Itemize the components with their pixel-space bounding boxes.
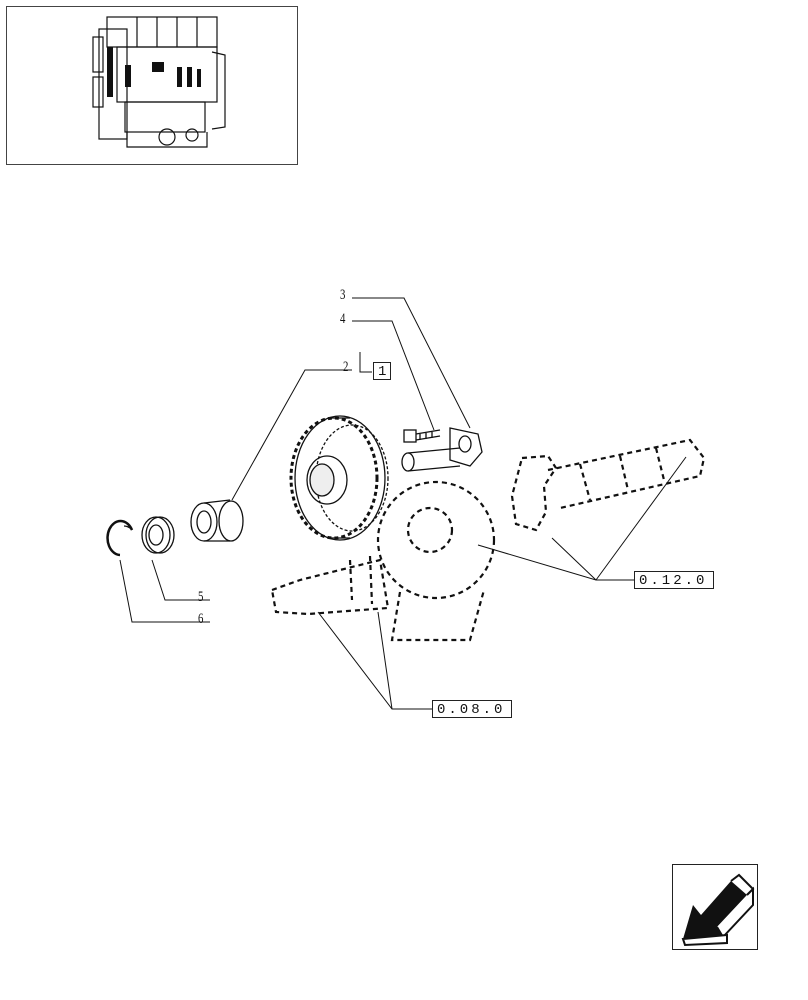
callout-1: 1 bbox=[373, 362, 391, 380]
engine-overview-icon bbox=[92, 16, 226, 148]
bolt bbox=[403, 429, 441, 443]
callout-6: 6 bbox=[198, 611, 204, 627]
idler-gear bbox=[289, 415, 389, 541]
back-arrow-icon bbox=[681, 873, 755, 947]
reference-camshaft-group[interactable]: 0.12.0 bbox=[634, 571, 714, 589]
engine-thumbnail-frame bbox=[6, 6, 298, 165]
callout-5: 5 bbox=[198, 589, 204, 605]
camshaft-ghost bbox=[510, 438, 706, 532]
snap-ring bbox=[106, 519, 134, 557]
gear-bushing bbox=[190, 499, 244, 542]
callout-2: 2 bbox=[343, 359, 349, 375]
leader-lines bbox=[119, 297, 687, 710]
idler-shaft bbox=[401, 427, 483, 472]
reference-crankshaft-group[interactable]: 0.08.0 bbox=[432, 700, 512, 718]
thrust-washer bbox=[141, 516, 175, 554]
callout-3: 3 bbox=[340, 287, 346, 303]
callout-4: 4 bbox=[340, 311, 346, 327]
crankshaft-ghost bbox=[270, 480, 496, 642]
back-navigation-button[interactable] bbox=[672, 864, 758, 950]
